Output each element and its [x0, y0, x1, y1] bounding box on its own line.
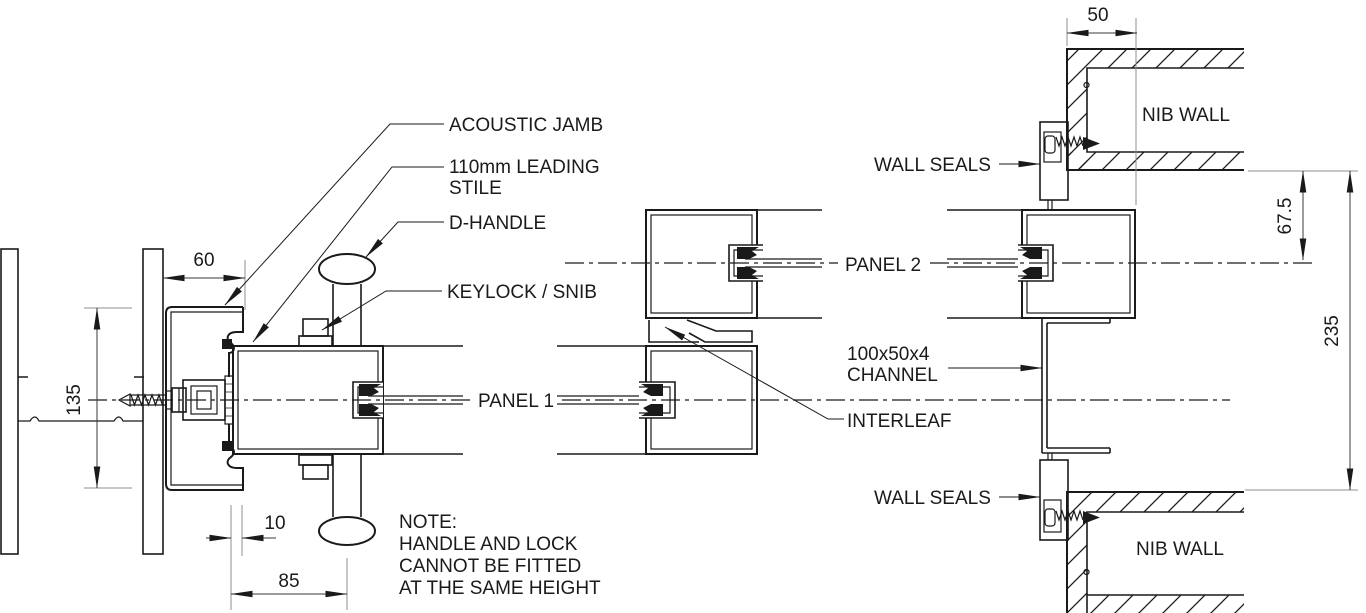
dim-60-value: 60 [193, 250, 214, 271]
nib-wall-bottom-body [1066, 491, 1244, 613]
keylock-snib-body [298, 318, 333, 480]
leader-keylock [321, 290, 442, 331]
dim-135-value: 135 [64, 384, 85, 416]
leader-interleaf [664, 326, 844, 420]
nib-wall-top-body [1066, 48, 1244, 171]
panel-2-trailing-stile [1018, 200, 1136, 319]
dim-50-value: 50 [1087, 5, 1108, 26]
label-d-handle: D-HANDLE [449, 213, 546, 234]
label-wall-seals-top: WALL SEALS [874, 155, 991, 176]
label-acoustic-jamb: ACOUSTIC JAMB [449, 115, 603, 136]
leader-lines [224, 123, 1043, 501]
label-nib-wall-top: NIB WALL [1142, 105, 1230, 126]
dim-85-value: 85 [278, 571, 299, 592]
dimension-50: 50 [1066, 5, 1138, 205]
label-panel-1: PANEL 1 [478, 391, 554, 412]
note-line-3: CANNOT BE FITTED [399, 556, 581, 577]
leader-acoustic-jamb [224, 123, 444, 306]
leader-leading-stile [252, 166, 444, 343]
dim-10-value: 10 [264, 513, 285, 534]
dimension-85: 85 [230, 558, 348, 610]
label-wall-seals-bottom: WALL SEALS [874, 488, 991, 509]
label-panel-2: PANEL 2 [845, 255, 921, 276]
panel-centerlines [88, 262, 1312, 401]
dimension-60: 60 [162, 250, 246, 310]
leader-d-handle [365, 221, 444, 258]
d-handle-body [318, 253, 376, 546]
steel-channel [1041, 318, 1111, 460]
dimension-10: 10 [206, 505, 286, 610]
note-line-2: HANDLE AND LOCK [399, 534, 578, 555]
label-channel-1: 100x50x4 [847, 344, 930, 365]
panel-1-body [368, 345, 650, 455]
dim-235-value: 235 [1322, 315, 1343, 347]
acoustic-jamb-profile [165, 306, 244, 491]
dimension-135: 135 [64, 307, 132, 489]
left-wall-studs [0, 248, 164, 555]
label-nib-wall-bottom: NIB WALL [1136, 539, 1224, 560]
interleaf-joint [648, 319, 753, 343]
dimension-235: 235 [1245, 170, 1358, 491]
note-line-4: AT THE SAME HEIGHT [399, 578, 601, 599]
note-block: NOTE: HANDLE AND LOCK CANNOT BE FITTED A… [399, 512, 601, 599]
panel-2-leading-stile [645, 209, 763, 319]
label-channel-2: CHANNEL [847, 365, 938, 386]
dimension-67-5: 67.5 [1248, 170, 1358, 261]
label-leading-stile-1: 110mm LEADING [449, 157, 600, 178]
label-leading-stile-2: STILE [449, 178, 502, 199]
dim-67-5-value: 67.5 [1275, 198, 1296, 235]
label-keylock-snib: KEYLOCK / SNIB [447, 282, 597, 303]
label-interleaf: INTERLEAF [847, 411, 952, 432]
note-line-1: NOTE: [399, 512, 457, 533]
panel-2-body [745, 209, 1030, 319]
